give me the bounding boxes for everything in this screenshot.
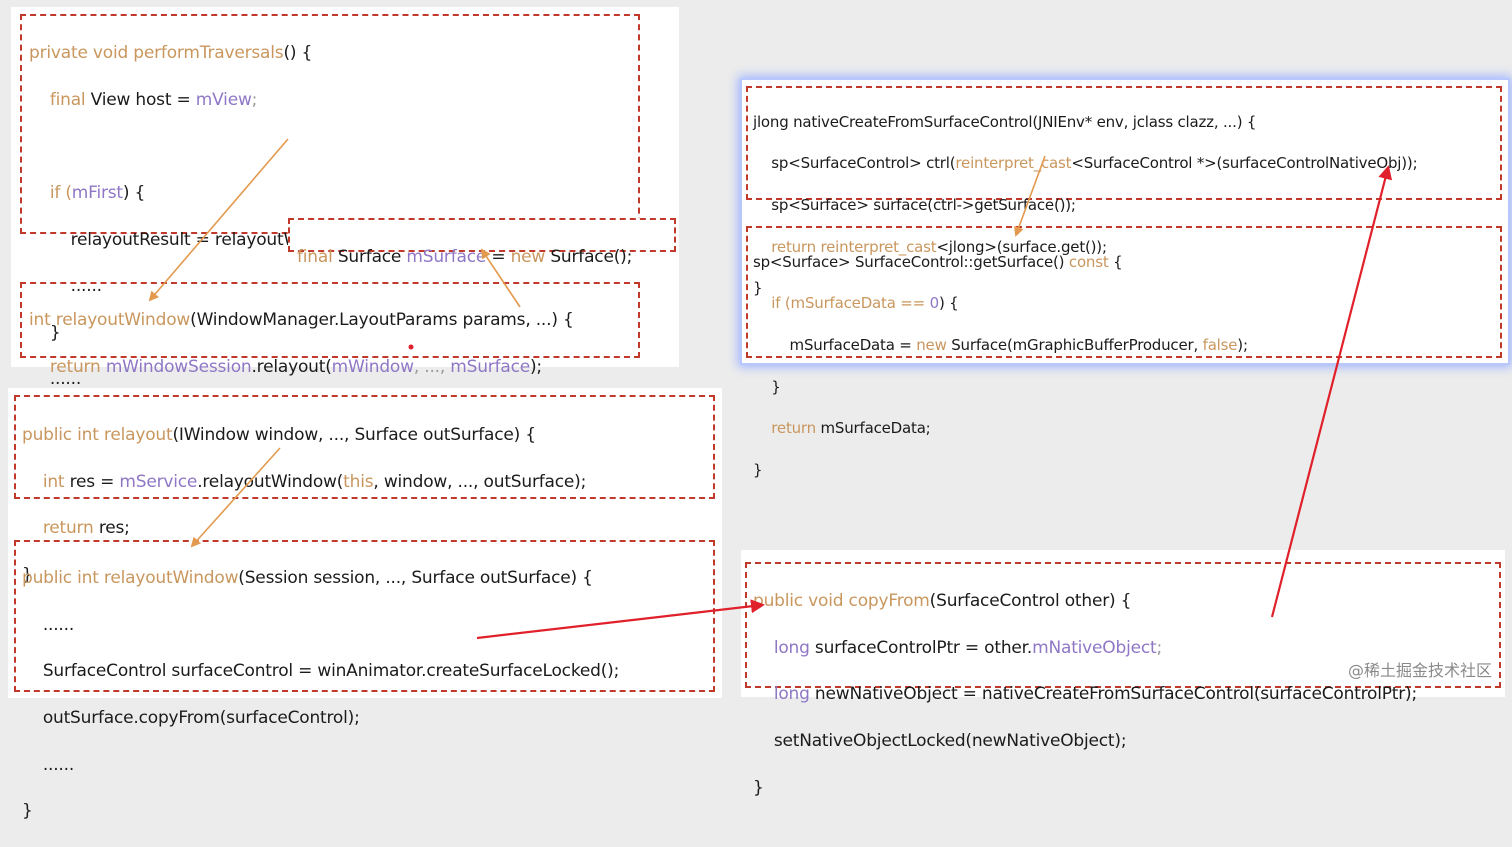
code-line: public void copyFrom(SurfaceControl othe… [753, 591, 1132, 612]
native-create-box [746, 86, 1502, 200]
code-line: outSurface.copyFrom(surfaceControl); [22, 708, 360, 729]
code-line: ...... [29, 276, 102, 297]
code-line: ...... [29, 369, 82, 390]
panel-session-wms [8, 388, 722, 698]
code-line: ...... [22, 614, 75, 635]
copy-from-box [745, 562, 1501, 688]
code-line: if (mFirst) { [29, 183, 146, 204]
code-line: return res; [22, 518, 130, 539]
cursor-dot [408, 344, 414, 350]
code-line: public int relayout(IWindow window, ...,… [22, 425, 536, 446]
get-surface-code: sp<Surface> SurfaceControl::getSurface()… [753, 231, 1248, 501]
code-line: } [753, 460, 763, 479]
code-line: int relayoutWindow(WindowManager.LayoutP… [29, 310, 574, 331]
code-line: } [22, 801, 33, 822]
code-line: long newNativeObject = nativeCreateFromS… [753, 684, 1418, 705]
arrow-to-native-create [1270, 165, 1393, 618]
session-relayout-box [14, 395, 715, 499]
code-line: sp<SurfaceControl> ctrl(reinterpret_cast… [753, 154, 1418, 173]
relayout-window-code: int relayoutWindow(WindowManager.LayoutP… [29, 286, 574, 449]
code-line: return mWindowSession.relayout(mWindow, … [29, 356, 542, 377]
code-line: return reinterpret_cast<jlong>(surface.g… [753, 237, 1107, 256]
code-line: } [753, 777, 764, 798]
wms-relayout-window-box [14, 540, 715, 692]
session-relayout-code: public int relayout(IWindow window, ...,… [22, 401, 586, 611]
arrow-to-copy-from [476, 599, 765, 640]
arrow-to-wms-relayout-window [190, 447, 281, 548]
code-line: setNativeObjectLocked(newNativeObject); [753, 731, 1127, 752]
get-surface-box [746, 226, 1502, 358]
panel-surface-copy-from [741, 550, 1505, 697]
code-line: int res = mService.relayoutWindow(this, … [22, 471, 587, 492]
code-line: final View host = mView; [29, 89, 258, 110]
surface-field-code: final Surface mSurface = new Surface(); [297, 247, 633, 268]
code-line: } [29, 322, 61, 343]
code-line: ...... [22, 754, 75, 775]
code-line: mSurfaceData = new Surface(mGraphicBuffe… [753, 335, 1248, 354]
code-line: sp<Surface> SurfaceControl::getSurface()… [753, 252, 1123, 271]
code-line: } [753, 279, 763, 298]
arrow-to-surface-field [480, 248, 521, 308]
code-line: private void performTraversals() { [29, 43, 313, 64]
watermark: @稀土掘金技术社区 [1347, 661, 1492, 680]
code-line: if (mSurfaceData == 0) { [753, 294, 959, 313]
code-line: long surfaceControlPtr = other.mNativeOb… [753, 637, 1162, 658]
panel-view-root-impl [11, 7, 679, 367]
flow-arrows [148, 138, 1393, 640]
arrow-to-relayout-window [148, 138, 289, 302]
code-line: return mSurfaceData; [753, 419, 931, 438]
code-line: SurfaceControl surfaceControl = winAnima… [22, 661, 620, 682]
code-line: } [22, 565, 33, 586]
code-line: } [753, 377, 781, 396]
panel-native-surface-control [742, 80, 1508, 363]
code-line: jlong nativeCreateFromSurfaceControl(JNI… [753, 112, 1257, 131]
code-line: public int relayoutWindow(Session sessio… [22, 568, 593, 589]
arrow-to-get-surface [1014, 155, 1046, 237]
relayout-window-box [20, 282, 640, 358]
